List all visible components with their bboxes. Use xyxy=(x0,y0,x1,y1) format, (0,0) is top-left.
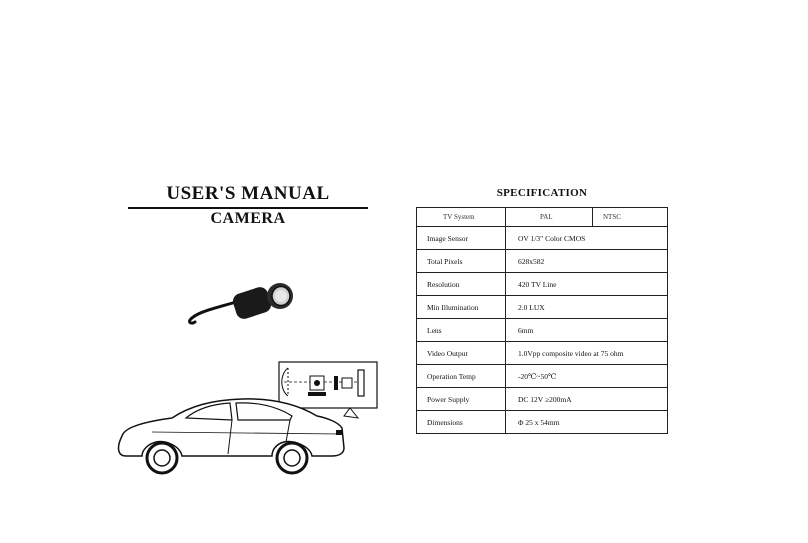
spec-heading: SPECIFICATION xyxy=(496,187,588,199)
spec-value: OV 1/3" Color CMOS xyxy=(505,226,668,250)
camera-illustration xyxy=(188,283,293,325)
tv-system-pal: PAL xyxy=(505,207,593,227)
spec-value: 2.0 LUX xyxy=(505,295,668,319)
spec-label: Dimensions xyxy=(416,410,506,434)
spec-label: Resolution xyxy=(416,272,506,296)
spec-label: Power Supply xyxy=(416,387,506,411)
table-row: Lens 6mm xyxy=(416,318,668,342)
spec-label: Video Output xyxy=(416,341,506,365)
table-row: Min Illumination 2.0 LUX xyxy=(416,295,668,319)
spec-label: Min Illumination xyxy=(416,295,506,319)
table-row: Resolution 420 TV Line xyxy=(416,272,668,296)
spec-table: TV System PAL NTSC Image Sensor OV 1/3" … xyxy=(416,207,668,434)
car-illustration xyxy=(117,361,378,475)
spec-label: Operation Temp xyxy=(416,364,506,388)
spec-value: -20℃~50℃ xyxy=(505,364,668,388)
spec-value: 628x582 xyxy=(505,249,668,273)
tv-system-ntsc: NTSC xyxy=(592,207,668,227)
manual-subtitle: CAMERA xyxy=(210,210,286,227)
table-row: TV System PAL NTSC xyxy=(416,207,668,227)
spec-label: Total Pixels xyxy=(416,249,506,273)
table-row: Operation Temp -20℃~50℃ xyxy=(416,364,668,388)
table-row: Total Pixels 628x582 xyxy=(416,249,668,273)
spec-label: Lens xyxy=(416,318,506,342)
spec-value: 1.0Vpp composite video at 75 ohm xyxy=(505,341,668,365)
manual-title: USER'S MANUAL xyxy=(166,183,330,204)
tv-system-label: TV System xyxy=(416,207,506,227)
spec-value: 420 TV Line xyxy=(505,272,668,296)
spec-label: Image Sensor xyxy=(416,226,506,250)
table-row: Dimensions Φ 25 x 54mm xyxy=(416,410,668,434)
table-row: Video Output 1.0Vpp composite video at 7… xyxy=(416,341,668,365)
title-divider xyxy=(128,207,368,209)
table-row: Power Supply DC 12V ≥200mA xyxy=(416,387,668,411)
table-row: Image Sensor OV 1/3" Color CMOS xyxy=(416,226,668,250)
spec-value: Φ 25 x 54mm xyxy=(505,410,668,434)
spec-value: DC 12V ≥200mA xyxy=(505,387,668,411)
spec-value: 6mm xyxy=(505,318,668,342)
